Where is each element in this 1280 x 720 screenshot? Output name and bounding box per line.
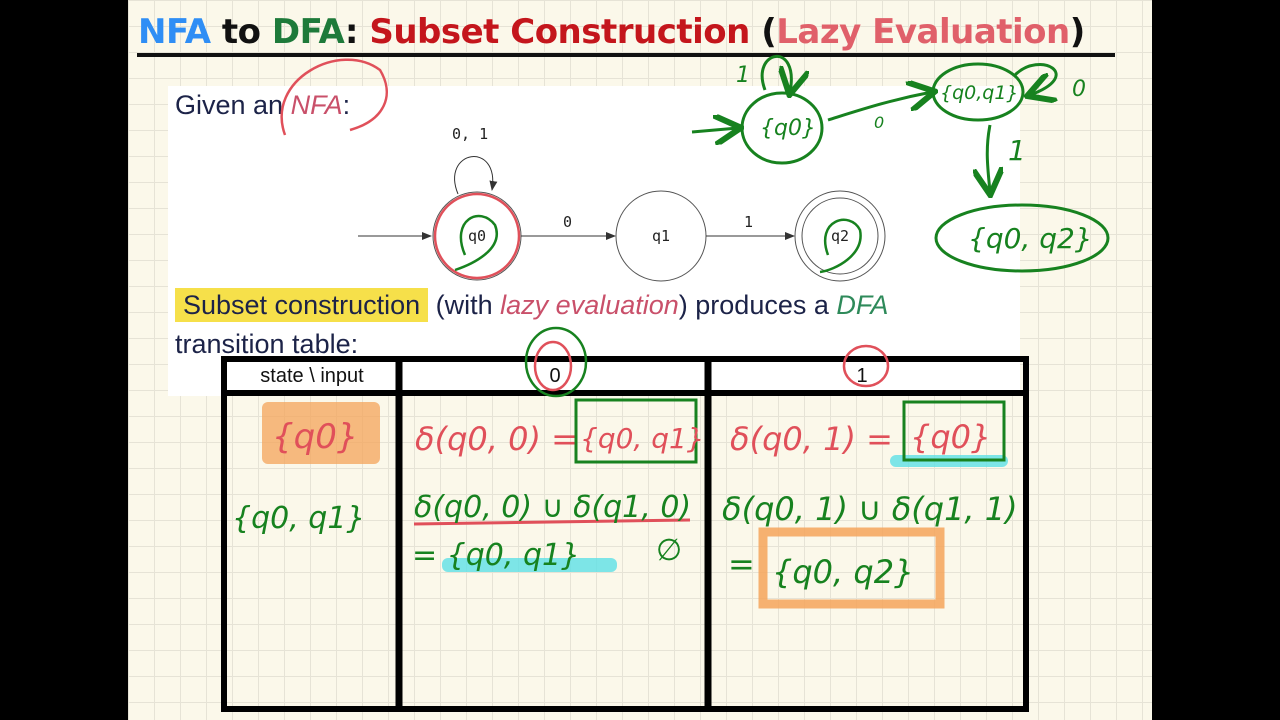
dfa-loop-s1-label: 0 [1072, 77, 1086, 102]
dfa-labels: {q0} {q0,q1} {q0, q2} 1 0 0 1 [736, 63, 1093, 255]
dfa-sketch [691, 54, 1110, 273]
dfa-edge-q0-q1 [827, 92, 932, 122]
r2-c0-result: = {q0, q1} [412, 538, 580, 573]
dfa-s1-label: {q0,q1} [940, 82, 1019, 104]
nfa-word: NFA [290, 90, 343, 120]
lazy-word: lazy evaluation [500, 290, 679, 320]
dfa-word: DFA [836, 290, 889, 320]
table-border [221, 356, 1029, 712]
title-paren-close: ) [1069, 12, 1086, 52]
header-state-input: state \ input [260, 365, 364, 387]
given-colon: : [342, 90, 351, 120]
r2-c1-set-highlight [758, 527, 945, 609]
nfa-circle-annotation [280, 58, 388, 136]
transition-table: state \ input 0 1 [221, 326, 1029, 712]
page-title: NFA to DFA: Subset Construction (Lazy Ev… [138, 12, 1085, 52]
dfa-state-q0q2 [934, 203, 1110, 273]
r1-state-highlight [262, 402, 380, 464]
loop-q0 [454, 156, 498, 195]
q2-green-mark [819, 218, 862, 274]
highlights [262, 398, 1008, 609]
q0-green-mark [454, 214, 498, 272]
title-to: to [210, 12, 272, 52]
sentence-b: ) produces a [678, 290, 837, 320]
dfa-loop-q0 [760, 54, 791, 92]
state-q1-label: q1 [652, 227, 670, 245]
r1-c0-lhs: δ(q0, 0) = [415, 420, 578, 458]
state-q0-label: q0 [468, 227, 486, 245]
subset-sentence: Subset construction (with lazy evaluatio… [175, 288, 889, 322]
r2-state[interactable]: {q0, q1} [232, 501, 366, 536]
title-underline [137, 53, 1115, 57]
title-lazy: Lazy Evaluation [776, 12, 1070, 52]
given-label: Given an [175, 90, 291, 120]
header-1-red-circle [842, 344, 890, 388]
r1-c1-lhs: δ(q0, 1) = [730, 420, 893, 458]
title-dfa: DFA [271, 12, 346, 52]
r1-c1-rhs: {q0} [910, 418, 991, 456]
r2-c0-empty-set: ∅ [656, 533, 682, 568]
dfa-s2-label: {q0, q2} [968, 222, 1093, 255]
header-0-green-circle [524, 326, 588, 398]
title-paren-open: ( [761, 12, 777, 52]
dfa-start-arrow [691, 128, 738, 132]
title-nfa: NFA [138, 12, 211, 52]
nfa-annotations [280, 58, 862, 280]
r2-c1-expr: δ(q0, 1) ∪ δ(q1, 1) [722, 490, 1018, 528]
r1-c0-green-box [574, 398, 698, 464]
header-0-red-circle [533, 340, 573, 392]
state-q2-label: q2 [831, 227, 849, 245]
r2-c1-equals: = [728, 545, 755, 583]
nfa-diagram: 0, 1 q0 0 q1 1 q2 [358, 125, 886, 282]
r2-c0-expr: δ(q0, 0) ∪ δ(q1, 0) [414, 490, 691, 525]
r2-c1-set: {q0, q2} [772, 553, 914, 591]
dfa-edge-s0-s1-label: 0 [874, 113, 884, 132]
dfa-edge-q0q1-q0q2 [987, 124, 990, 192]
state-q2-inner [801, 197, 879, 275]
r2-c0-cyan-highlight [442, 558, 617, 572]
dfa-edge-s1-s2-label: 1 [1008, 134, 1026, 167]
sentence-c: transition table: [175, 329, 359, 359]
sentence-a: (with [428, 290, 501, 320]
state-q2-outer [794, 190, 886, 282]
r2-c0-red-underline [413, 518, 691, 526]
table-handwriting: {q0} δ(q0, 0) = {q0, q1} δ(q0, 1) = {q0}… [232, 417, 1018, 591]
header-input-0: 0 [549, 365, 560, 387]
r1-state[interactable]: {q0} [272, 417, 358, 457]
edge-q1-q2-label: 1 [744, 213, 753, 231]
header-input-1: 1 [856, 365, 867, 387]
dfa-loop-s0-label: 1 [736, 63, 750, 88]
r1-c1-green-box [902, 400, 1006, 462]
r1-c0-rhs: {q0, q1} [580, 422, 705, 455]
loop-label: 0, 1 [452, 125, 488, 143]
title-colon: : [344, 12, 370, 52]
title-subset: Subset Construction [369, 12, 762, 52]
given-text: Given an NFA: [175, 90, 350, 121]
subset-highlight: Subset construction [175, 288, 429, 322]
edge-q0-q1-label: 0 [563, 213, 572, 231]
dfa-loop-q0q1 [1013, 63, 1056, 95]
dfa-s0-label: {q0} [760, 116, 816, 141]
q0-red-circle [433, 192, 521, 280]
